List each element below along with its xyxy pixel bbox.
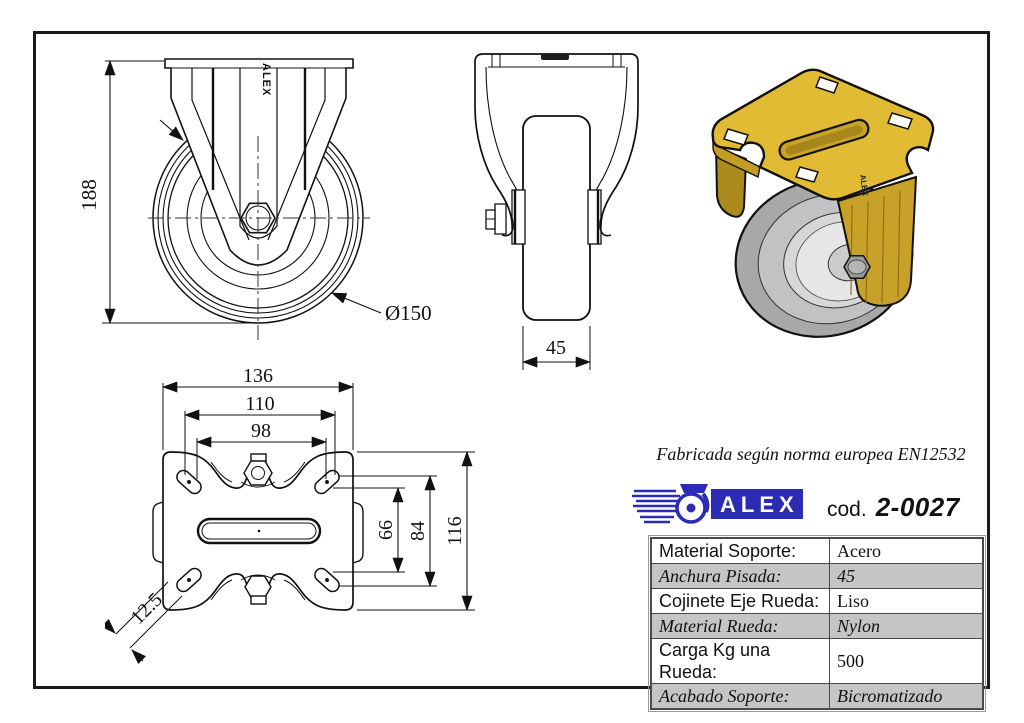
dim-tread-width-label: 45 bbox=[546, 337, 566, 359]
spec-row: Cojinete Eje Rueda:Liso bbox=[650, 588, 984, 614]
spec-row: Material Soporte:Acero bbox=[650, 537, 984, 564]
standard-note: Fabricada según norma europea EN12532 bbox=[656, 444, 966, 464]
top-bend-lines bbox=[210, 461, 306, 601]
dim-hole-span-inner-label: 98 bbox=[251, 420, 271, 442]
top-corner-slots bbox=[176, 469, 340, 593]
iso-render: ALEX bbox=[711, 68, 935, 338]
spec-value: Nylon bbox=[829, 613, 984, 639]
dim-hole-pitch-inner: 66 bbox=[333, 486, 405, 574]
logo-wordmark: ALEX bbox=[720, 492, 799, 517]
dim-slot-width-label: 12.5 bbox=[127, 589, 167, 629]
alex-caster-logo-icon: ALEX bbox=[632, 484, 803, 524]
dim-wheel-diameter-label: Ø150 bbox=[385, 301, 432, 325]
spec-row: Carga Kg una Rueda:500 bbox=[650, 638, 984, 684]
side-wheel bbox=[522, 115, 591, 321]
spec-value: Bicromatizado bbox=[829, 683, 984, 710]
dim-front-height-label: 188 bbox=[77, 179, 101, 211]
top-view-drawing: 136 110 98 66 84 bbox=[105, 365, 475, 665]
top-kingpin-nuts bbox=[243, 453, 273, 605]
iso-axle-bolt bbox=[843, 254, 871, 280]
spec-label: Material Soporte: bbox=[650, 537, 830, 564]
spec-label: Material Rueda: bbox=[650, 613, 830, 639]
logo-wordmark-box bbox=[711, 489, 803, 519]
front-view-drawing: 188 Ø150 ALEX bbox=[77, 58, 432, 340]
dim-hole-span-inner: 98 bbox=[195, 420, 328, 479]
front-edge-leader bbox=[159, 119, 184, 141]
drawing-border-frame bbox=[33, 31, 990, 689]
top-wheel-tabs bbox=[152, 501, 364, 564]
spec-value: 500 bbox=[829, 638, 984, 684]
iso-plate-slots bbox=[722, 76, 914, 183]
product-code: cod. 2-0027 bbox=[827, 492, 960, 523]
dim-plate-width: 136 bbox=[161, 365, 355, 450]
iso-brand-mark: ALEX bbox=[858, 174, 870, 197]
spec-row: Acabado Soporte:Bicromatizado bbox=[650, 683, 984, 710]
spec-label: Cojinete Eje Rueda: bbox=[650, 588, 830, 614]
dim-plate-depth: 116 bbox=[357, 450, 475, 612]
spec-label: Anchura Pisada: bbox=[650, 563, 830, 589]
side-view-drawing: 45 bbox=[474, 53, 639, 370]
logo-speed-lines bbox=[632, 489, 682, 524]
iso-center-slot bbox=[778, 118, 870, 161]
dim-plate-depth-label: 116 bbox=[444, 516, 466, 545]
front-centerlines bbox=[148, 136, 370, 340]
dim-hole-span-outer: 110 bbox=[183, 393, 337, 475]
dim-hole-pitch-outer: 84 bbox=[339, 474, 437, 588]
side-hub-bosses bbox=[511, 189, 602, 245]
spec-value: 45 bbox=[829, 563, 984, 589]
code-value: 2-0027 bbox=[875, 492, 960, 522]
top-center-slot bbox=[196, 517, 322, 545]
spec-label: Acabado Soporte: bbox=[650, 683, 830, 710]
side-plate-slot bbox=[541, 54, 569, 60]
logo-caster-fork bbox=[701, 492, 710, 513]
front-bracket-lines bbox=[171, 67, 346, 241]
spec-row: Material Rueda:Nylon bbox=[650, 613, 984, 639]
spec-label: Carga Kg una Rueda: bbox=[650, 638, 830, 684]
side-leg-feet bbox=[501, 217, 612, 237]
side-axle-bolt bbox=[485, 203, 507, 235]
logo-caster-hub bbox=[686, 503, 696, 513]
logo-caster-plate bbox=[680, 484, 708, 493]
dim-plate-width-label: 136 bbox=[243, 365, 273, 387]
dim-tread-width: 45 bbox=[521, 326, 592, 370]
dim-hole-pitch-inner-label: 66 bbox=[375, 520, 397, 540]
front-brand-mark: ALEX bbox=[260, 63, 272, 96]
spec-value: Acero bbox=[829, 537, 984, 564]
spec-value: Liso bbox=[829, 588, 984, 614]
code-label: cod. bbox=[827, 498, 867, 521]
dim-hole-span-outer-label: 110 bbox=[245, 393, 274, 415]
dim-front-height: 188 bbox=[77, 59, 264, 325]
dim-hole-pitch-outer-label: 84 bbox=[407, 521, 429, 541]
dim-wheel-diameter: Ø150 bbox=[330, 292, 432, 325]
side-bracket bbox=[474, 53, 639, 241]
spec-row: Anchura Pisada:45 bbox=[650, 563, 984, 589]
